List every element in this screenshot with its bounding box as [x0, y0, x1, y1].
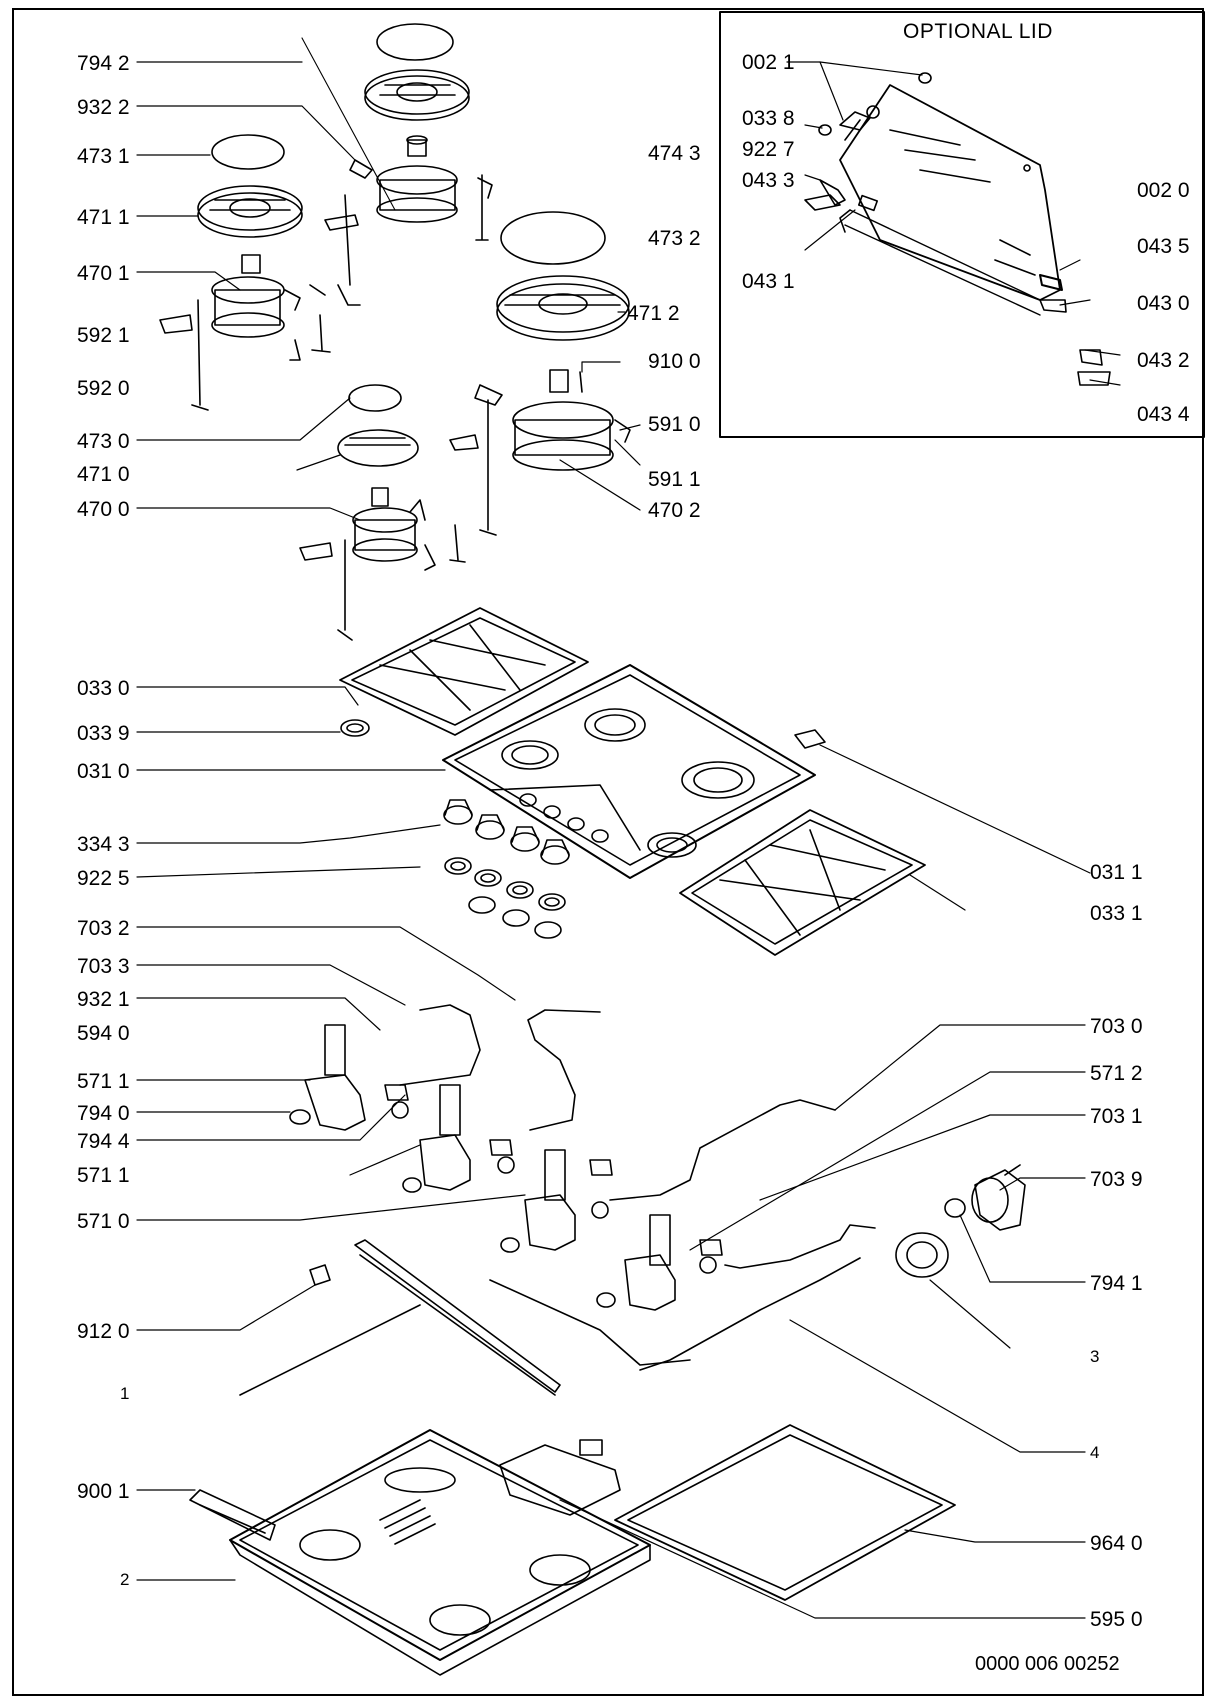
- label-571-2: 571 2: [1090, 1062, 1143, 1085]
- label-470-0: 470 0: [77, 498, 130, 521]
- label-703-0: 703 0: [1090, 1015, 1143, 1038]
- optional-lid-box: [719, 11, 1205, 438]
- grill-900-1: [189, 1489, 276, 1541]
- lid-panel: [804, 72, 1111, 386]
- label-794-4: 794 4: [77, 1130, 130, 1153]
- label-912-0: 912 0: [77, 1320, 130, 1343]
- label-794-2: 794 2: [77, 52, 130, 75]
- label-932-1: 932 1: [77, 988, 130, 1011]
- clip-031-1: [794, 729, 826, 749]
- gas-inlet-fittings: [895, 1164, 1026, 1278]
- label-043-5: 043 5: [1137, 235, 1190, 258]
- seal-964-0: [614, 1424, 956, 1601]
- label-031-1: 031 1: [1090, 861, 1143, 884]
- label-043-1: 043 1: [742, 270, 795, 293]
- label-571-1: 571 1: [77, 1070, 130, 1093]
- label-703-3: 703 3: [77, 955, 130, 978]
- label-043-4: 043 4: [1137, 403, 1190, 426]
- label-470-2: 470 2: [648, 499, 701, 522]
- knobs: [443, 799, 570, 865]
- tap-leader-lines: [136, 926, 1086, 1453]
- label-964-0: 964 0: [1090, 1532, 1143, 1555]
- rail-1: [239, 1239, 561, 1396]
- label-473-0: 473 0: [77, 430, 130, 453]
- hob-leader-lines: [136, 686, 1091, 911]
- burner-rear-left: [301, 23, 493, 306]
- pan-support-left: [339, 607, 589, 736]
- label-473-2: 473 2: [648, 227, 701, 250]
- burner-front-left: [299, 384, 466, 641]
- label-900-1: 900 1: [77, 1480, 130, 1503]
- label-470-1: 470 1: [77, 262, 130, 285]
- label-910-0: 910 0: [648, 350, 701, 373]
- label-043-0: 043 0: [1137, 292, 1190, 315]
- pan-support-right: [679, 809, 926, 956]
- label-033-9: 033 9: [77, 722, 130, 745]
- burner-rear-right: [449, 211, 631, 536]
- gasket-033-9: [340, 719, 370, 737]
- label-703-2: 703 2: [77, 917, 130, 940]
- burner-leader-lines: [136, 61, 641, 521]
- spark-generator: [499, 1439, 621, 1516]
- label-043-2: 043 2: [1137, 349, 1190, 372]
- label-1: 1: [120, 1384, 130, 1403]
- label-4: 4: [1090, 1443, 1100, 1462]
- label-922-7: 922 7: [742, 138, 795, 161]
- label-591-0: 591 0: [648, 413, 701, 436]
- label-594-0: 594 0: [77, 1022, 130, 1045]
- label-571-1-b: 571 1: [77, 1164, 130, 1187]
- label-471-1: 471 1: [77, 206, 130, 229]
- label-002-0: 002 0: [1137, 179, 1190, 202]
- gas-pipes: [399, 1004, 876, 1371]
- label-033-8: 033 8: [742, 107, 795, 130]
- label-703-1: 703 1: [1090, 1105, 1143, 1128]
- label-471-2: 471 2: [627, 302, 680, 325]
- label-592-0: 592 0: [77, 377, 130, 400]
- label-033-1: 033 1: [1090, 902, 1143, 925]
- label-033-0: 033 0: [77, 677, 130, 700]
- label-2: 2: [120, 1570, 130, 1589]
- label-031-0: 031 0: [77, 760, 130, 783]
- label-334-3: 334 3: [77, 833, 130, 856]
- drawing-reference-number: 0000 006 00252: [975, 1653, 1120, 1675]
- label-471-0: 471 0: [77, 463, 130, 486]
- label-922-5: 922 5: [77, 867, 130, 890]
- hob-top: [442, 664, 816, 879]
- lid-leader-lines: [786, 61, 1121, 386]
- label-3: 3: [1090, 1347, 1100, 1366]
- bottom-tray: [229, 1429, 651, 1676]
- label-595-0: 595 0: [1090, 1608, 1143, 1631]
- label-002-1: 002 1: [742, 51, 795, 74]
- label-591-1: 591 1: [648, 468, 701, 491]
- knob-rings: [444, 857, 566, 939]
- label-794-1: 794 1: [1090, 1272, 1143, 1295]
- tray-leader-lines: [136, 1489, 1086, 1619]
- burner-left: [159, 134, 331, 411]
- label-474-3: 474 3: [648, 142, 701, 165]
- gas-taps: [289, 1024, 723, 1311]
- label-932-2: 932 2: [77, 96, 130, 119]
- screw-912-0: [309, 1264, 331, 1286]
- label-592-1: 592 1: [77, 324, 130, 347]
- label-794-0: 794 0: [77, 1102, 130, 1125]
- drawing-frame: [12, 8, 1204, 1696]
- label-571-0: 571 0: [77, 1210, 130, 1233]
- label-043-3: 043 3: [742, 169, 795, 192]
- optional-lid-title: OPTIONAL LID: [903, 20, 1053, 43]
- label-703-9: 703 9: [1090, 1168, 1143, 1191]
- label-473-1: 473 1: [77, 145, 130, 168]
